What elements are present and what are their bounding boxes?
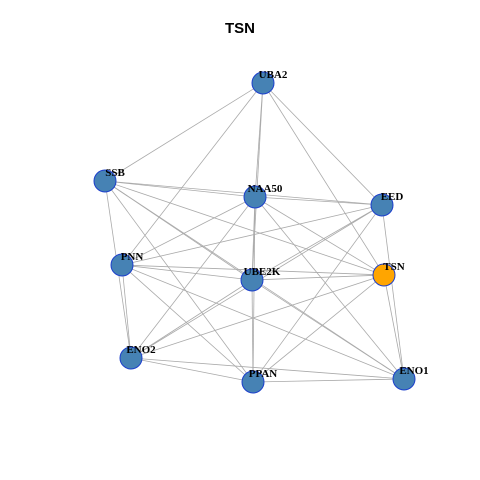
node-ppan: PPAN (241, 368, 278, 394)
node-ube2k: UBE2K (240, 266, 281, 292)
edge-uba2-ssb (104, 82, 264, 182)
edge-ssb-eed (104, 180, 383, 206)
edge-eed-pnn (121, 204, 383, 266)
node-eno1: ENO1 (392, 365, 429, 391)
edge-pnn-eno1 (121, 264, 405, 380)
node-label-eed: EED (381, 191, 404, 203)
node-label-ube2k: UBE2K (244, 266, 281, 278)
edge-tsn-eno2 (130, 274, 385, 359)
node-circle-ssb (93, 169, 117, 193)
edge-eno2-eno1 (130, 357, 405, 380)
edge-naa50-eed (254, 196, 383, 206)
edge-eno2-ppan (130, 357, 254, 383)
edge-ube2k-eno1 (251, 279, 405, 380)
node-circle-tsn (372, 263, 396, 287)
edge-naa50-eno2 (130, 196, 256, 359)
node-label-ppan: PPAN (249, 368, 278, 380)
node-label-eno1: ENO1 (399, 365, 428, 377)
node-circle-uba2 (251, 71, 275, 95)
node-circle-pnn (110, 253, 134, 277)
edge-ube2k-tsn (251, 274, 385, 281)
edge-pnn-eno2 (121, 264, 132, 359)
edge-pnn-ube2k (121, 264, 253, 281)
edge-uba2-ube2k (251, 82, 264, 281)
edge-naa50-eno1 (254, 196, 405, 380)
node-pnn: PNN (110, 251, 144, 277)
node-label-pnn: PNN (121, 251, 144, 263)
edge-naa50-tsn (254, 196, 385, 276)
node-tsn: TSN (372, 261, 405, 287)
node-ssb: SSB (93, 167, 125, 193)
node-label-tsn: TSN (383, 261, 404, 273)
edge-tsn-eno1 (383, 274, 405, 380)
edge-ssb-tsn (104, 180, 385, 276)
node-circle-ube2k (240, 268, 264, 292)
edge-ssb-ppan (104, 180, 254, 383)
node-circle-naa50 (243, 185, 267, 209)
edge-eed-ppan (252, 204, 383, 383)
graph-title: TSN (225, 20, 255, 37)
edge-ube2k-ppan (251, 279, 254, 383)
node-naa50: NAA50 (243, 183, 283, 209)
edge-eed-eno1 (381, 204, 405, 380)
edge-tsn-ppan (252, 274, 385, 383)
edge-uba2-tsn (262, 82, 385, 276)
node-label-naa50: NAA50 (248, 183, 283, 195)
node-circle-eno1 (392, 367, 416, 391)
node-label-uba2: UBA2 (259, 69, 288, 81)
edge-uba2-pnn (121, 82, 264, 266)
node-uba2: UBA2 (251, 69, 288, 95)
node-eed: EED (370, 191, 404, 217)
node-circle-ppan (241, 370, 265, 394)
edge-eed-ube2k (251, 204, 383, 281)
edge-ppan-eno1 (252, 378, 405, 383)
node-eno2: ENO2 (119, 344, 156, 370)
edges-layer (104, 82, 405, 383)
node-circle-eno2 (119, 346, 143, 370)
edge-uba2-eed (262, 82, 383, 206)
node-label-ssb: SSB (105, 167, 125, 179)
node-circle-eed (370, 193, 394, 217)
edge-ssb-naa50 (104, 180, 256, 198)
edge-pnn-ppan (121, 264, 254, 383)
node-label-eno2: ENO2 (126, 344, 156, 356)
edge-ube2k-eno2 (130, 279, 253, 359)
edge-naa50-pnn (121, 196, 256, 266)
